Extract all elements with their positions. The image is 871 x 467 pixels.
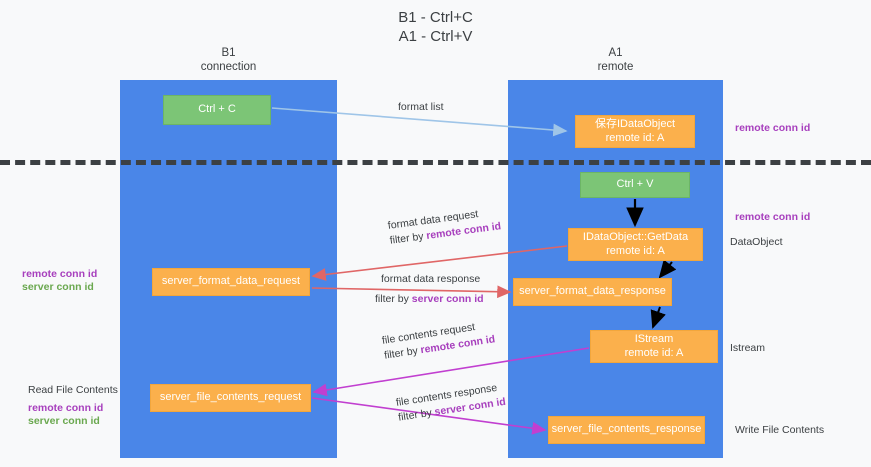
label-format-list-text: format list: [398, 101, 444, 113]
side-label-remote-conn-id-mid: remote conn id: [735, 211, 811, 223]
node-getdata-line1: IDataObject::GetData: [582, 231, 689, 243]
node-server-file-contents-response[interactable]: server_file_contents_response: [548, 416, 705, 444]
side-label-left-conn-ids-mid: remote conn id server conn id: [22, 268, 97, 294]
label-format-data-response: format data response filter by server co…: [375, 272, 484, 307]
node-idataobject-line2: remote id: A: [605, 131, 665, 144]
node-istream-line1: IStream: [634, 333, 674, 345]
column-header-b1-role: connection: [200, 61, 257, 73]
node-ctrl-c[interactable]: Ctrl + C: [163, 95, 271, 125]
label-file-contents-response: file contents response filter by server …: [395, 380, 507, 426]
node-ctrl-v-label: Ctrl + V: [616, 178, 654, 191]
node-idataobject-line1: 保存IDataObject: [594, 118, 676, 130]
node-server-format-data-request-label: server_format_data_request: [161, 275, 301, 288]
label-format-data-response-filter-key: server conn id: [411, 293, 484, 305]
node-istream[interactable]: IStream remote id: A: [590, 330, 718, 363]
node-ctrl-c-label: Ctrl + C: [198, 103, 236, 116]
label-format-data-response-filter-prefix: filter by: [375, 293, 412, 305]
label-file-contents-request-filter-prefix: filter by: [383, 344, 422, 362]
node-ctrl-v[interactable]: Ctrl + V: [580, 172, 690, 198]
node-istream-line2: remote id: A: [624, 346, 684, 359]
label-format-data-request: format data request filter by remote con…: [387, 204, 502, 248]
column-header-a1: A1 remote: [508, 46, 723, 74]
node-server-file-contents-request[interactable]: server_file_contents_request: [150, 384, 311, 412]
node-idataobject[interactable]: 保存IDataObject remote id: A: [575, 115, 695, 148]
side-label-istream: Istream: [730, 342, 766, 354]
label-format-data-request-filter-prefix: filter by: [389, 230, 428, 247]
column-header-b1-name: B1: [221, 47, 236, 59]
node-server-format-data-response-label: server_format_data_response: [519, 285, 666, 298]
node-server-file-contents-response-label: server_file_contents_response: [551, 423, 702, 436]
side-label-left-remote-conn-id-mid: remote conn id: [22, 268, 98, 280]
node-server-format-data-response[interactable]: server_format_data_response: [513, 278, 672, 306]
title-line-1: B1 - Ctrl+C: [398, 9, 473, 26]
divider-dashed-line: [0, 160, 871, 165]
side-label-dataobject: DataObject: [730, 236, 783, 248]
node-getdata-line2: remote id: A: [606, 244, 665, 257]
side-label-read-file-contents: Read File Contents: [28, 384, 118, 396]
side-label-left-server-conn-id-bottom: server conn id: [28, 415, 100, 427]
node-idataobject-getdata[interactable]: IDataObject::GetData remote id: A: [568, 228, 703, 261]
node-server-format-data-request[interactable]: server_format_data_request: [152, 268, 310, 296]
column-header-a1-role: remote: [597, 61, 634, 73]
label-file-contents-response-filter-prefix: filter by: [397, 406, 436, 424]
side-label-left-conn-ids-bottom: remote conn id server conn id: [28, 402, 103, 428]
column-header-b1: B1 connection: [120, 46, 337, 74]
side-label-left-remote-conn-id-bottom: remote conn id: [28, 402, 104, 414]
label-format-data-response-text: format data response: [381, 273, 481, 285]
column-header-a1-name: A1: [608, 47, 623, 59]
label-format-list: format list: [398, 100, 444, 115]
label-file-contents-request: file contents request filter by remote c…: [381, 317, 496, 363]
side-label-left-server-conn-id-mid: server conn id: [22, 281, 94, 293]
title-line-2: A1 - Ctrl+V: [398, 28, 473, 45]
diagram-title: B1 - Ctrl+C A1 - Ctrl+V: [0, 8, 871, 46]
node-server-file-contents-request-label: server_file_contents_request: [159, 391, 302, 404]
side-label-remote-conn-id-top: remote conn id: [735, 122, 811, 134]
side-label-write-file-contents: Write File Contents: [735, 424, 825, 436]
